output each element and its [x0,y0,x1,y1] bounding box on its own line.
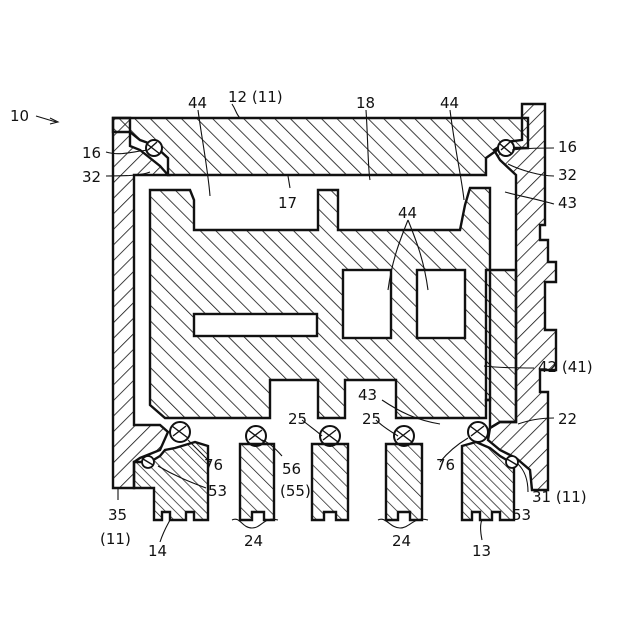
label-44-windows: 44 [398,204,417,222]
label-25-right: 25 [362,410,381,428]
label-16-right: 16 [558,138,577,156]
label-22: 22 [558,410,577,428]
label-24-right: 24 [392,532,411,550]
terminal-25-left [312,444,348,520]
seal-76-right [468,422,488,442]
lid-12 [113,118,528,175]
terminal-25-right [386,444,422,520]
label-55: (55) [280,482,311,500]
label-13: 13 [472,542,491,560]
label-24-left: 24 [244,532,263,550]
label-17: 17 [278,194,297,212]
label-53-left: 53 [208,482,227,500]
label-31: 31 (11) [532,488,587,506]
window-44-left [343,270,391,338]
label-43-bottom: 43 [358,386,377,404]
o-ring-53-left [142,456,154,468]
label-35: 35 [108,506,127,524]
label-10: 10 [10,107,29,125]
terminal-56-55 [240,444,274,520]
label-25-left: 25 [288,410,307,428]
label-56: 56 [282,460,301,478]
o-ring-16-right [498,140,514,156]
label-16-left: 16 [82,144,101,162]
label-43-top: 43 [558,194,577,212]
slot-44 [194,314,317,336]
window-44-right [417,270,465,338]
label-76-left: 76 [204,456,223,474]
label-32-right: 32 [558,166,577,184]
label-44-top-right: 44 [440,94,459,112]
label-32-left: 32 [82,168,101,186]
label-12: 12 (11) [228,88,283,106]
label-42: 42 (41) [538,358,593,376]
o-ring-53-right [506,456,518,468]
label-11: (11) [100,530,131,548]
label-14: 14 [148,542,167,560]
label-18: 18 [356,94,375,112]
o-ring-16-left [146,140,162,156]
label-44-top-left: 44 [188,94,207,112]
label-76-right: 76 [436,456,455,474]
seal-76-left [170,422,190,442]
label-53-right: 53 [512,506,531,524]
